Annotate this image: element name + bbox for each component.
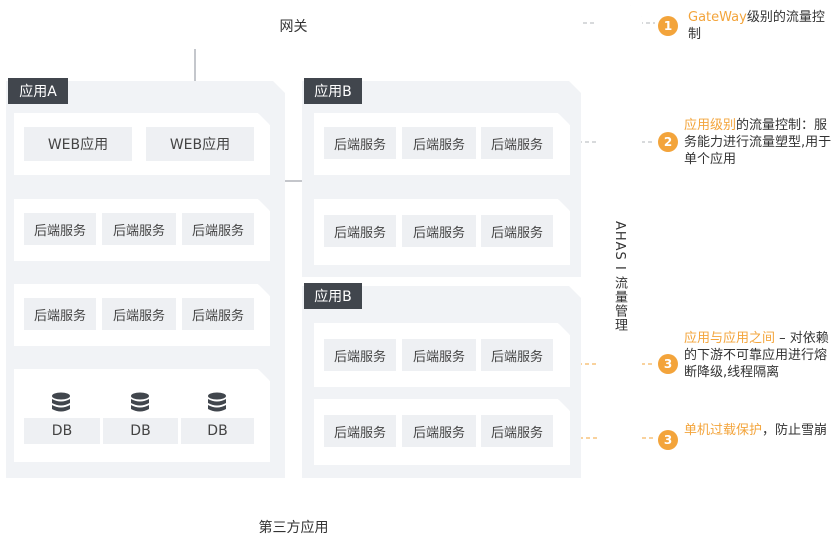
service-chip: 后端服务	[102, 298, 176, 330]
app-a-tag-label: 应用A	[19, 84, 57, 100]
service-chip: 后端服务	[402, 415, 476, 447]
note-number-label: 2	[663, 135, 673, 149]
note-number-3: 3	[658, 354, 678, 374]
service-label: 后端服务	[333, 349, 386, 365]
service-label: 后端服务	[191, 308, 244, 324]
note-4: 单机过载保护，防止雪崩	[684, 422, 832, 439]
note-number-2: 2	[658, 132, 678, 152]
db-chip: DB	[181, 418, 254, 444]
note-3: 应用与应用之间 – 对依赖的下游不可靠应用进行熔断降级,线程隔离	[684, 330, 832, 381]
app-a-tag: 应用A	[8, 78, 68, 104]
service-chip: 后端服务	[402, 339, 476, 371]
service-label: 后端服务	[333, 137, 386, 153]
service-label: 后端服务	[490, 425, 543, 441]
service-label: 后端服务	[490, 137, 543, 153]
gateway-label: 网关	[279, 18, 308, 35]
third-party-label: 第三方应用	[258, 520, 329, 536]
service-label: 后端服务	[412, 137, 465, 153]
service-chip: 后端服务	[24, 213, 96, 245]
ahas-traffic-management-bar: AHAS I 流量管理	[597, 5, 642, 548]
service-label: 后端服务	[33, 308, 86, 324]
note-number-label: 1	[663, 19, 673, 33]
service-chip: 后端服务	[402, 215, 476, 247]
database-icon	[50, 392, 72, 418]
web-app-chip-1: WEB应用	[24, 127, 132, 161]
db-card	[14, 369, 270, 462]
service-label: 后端服务	[191, 223, 244, 239]
db-chip: DB	[24, 418, 100, 444]
note-number-label: 3	[663, 433, 673, 447]
web-app-chip-2: WEB应用	[146, 127, 254, 161]
app-b1-tag: 应用B	[304, 78, 362, 104]
note-2: 应用级别的流量控制：服务能力进行流量塑型,用于单个应用	[684, 117, 832, 168]
note-number-1: 1	[658, 16, 678, 36]
db-label: DB	[207, 423, 228, 439]
note-text: 级别的流量控制	[688, 10, 825, 42]
db-chip: DB	[103, 418, 178, 444]
service-chip: 后端服务	[324, 127, 396, 159]
note-text: – 对依赖的下游不可靠应用进行熔断降级,线程隔离	[684, 331, 829, 380]
service-chip: 后端服务	[102, 213, 176, 245]
service-label: 后端服务	[33, 223, 86, 239]
app-b2-tag: 应用B	[304, 283, 362, 309]
service-label: 后端服务	[412, 225, 465, 241]
service-chip: 后端服务	[324, 215, 396, 247]
service-label: 后端服务	[333, 425, 386, 441]
service-chip: 后端服务	[182, 298, 254, 330]
db-label: DB	[51, 423, 73, 439]
service-label: 后端服务	[112, 308, 165, 324]
service-chip: 后端服务	[324, 339, 396, 371]
db-label: DB	[130, 423, 151, 439]
web-app-label: WEB应用	[47, 137, 109, 153]
service-label: 后端服务	[412, 425, 465, 441]
database-icon	[206, 392, 228, 418]
service-chip: 后端服务	[324, 415, 396, 447]
note-text: 的流量控制：服务能力进行流量塑型,用于单个应用	[684, 118, 832, 167]
note-highlight: 单机过载保护	[684, 423, 763, 438]
service-chip: 后端服务	[402, 127, 476, 159]
note-highlight: 应用与应用之间	[684, 331, 776, 346]
service-chip: 后端服务	[481, 127, 553, 159]
note-highlight: GateWay	[688, 10, 747, 25]
service-label: 后端服务	[412, 349, 465, 365]
note-number-label: 3	[663, 357, 673, 371]
service-chip: 后端服务	[481, 339, 553, 371]
note-text: ，防止雪崩	[762, 423, 828, 438]
service-label: 后端服务	[490, 225, 543, 241]
note-1: GateWay级别的流量控制	[688, 9, 828, 43]
gateway-bar: 网关	[6, 5, 581, 46]
ahas-label: AHAS I 流量管理	[612, 221, 627, 332]
service-chip: 后端服务	[481, 215, 553, 247]
app-b1-tag-label: 应用B	[314, 84, 352, 100]
app-b2-tag-label: 应用B	[314, 289, 352, 305]
service-chip: 后端服务	[182, 213, 254, 245]
service-chip: 后端服务	[24, 298, 96, 330]
note-number-4: 3	[658, 430, 678, 450]
note-highlight: 应用级别	[684, 118, 737, 133]
service-label: 后端服务	[333, 225, 386, 241]
service-label: 后端服务	[490, 349, 543, 365]
third-party-bar: 第三方应用	[6, 506, 581, 548]
database-icon	[129, 392, 151, 418]
web-app-label: WEB应用	[169, 137, 231, 153]
service-label: 后端服务	[112, 223, 165, 239]
service-chip: 后端服务	[481, 415, 553, 447]
